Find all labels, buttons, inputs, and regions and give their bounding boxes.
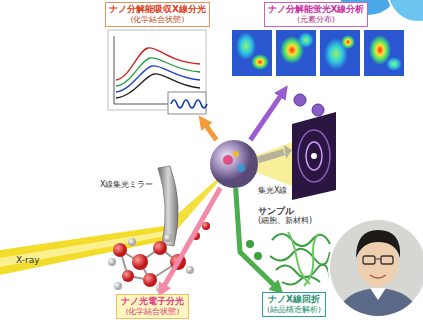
map-blob	[341, 35, 355, 49]
beam-label: X-ray	[16, 255, 40, 266]
spectrum-line	[116, 58, 200, 86]
xray-beam	[0, 226, 168, 275]
analysis-panel: ナノ分解能吸収X線分光(化学結合状態)	[103, 0, 212, 118]
title-box: ナノX線回折(結晶構造解析)	[262, 292, 326, 317]
atom	[114, 282, 122, 290]
diffraction-screen	[292, 112, 336, 200]
sample-spot	[233, 151, 239, 157]
atom	[186, 266, 194, 274]
node-subheading: (元素分布)	[268, 15, 365, 24]
analysis-panel: ナノ分解能蛍光X線分析(元素分布)	[228, 0, 404, 88]
atom	[132, 254, 148, 270]
node-subheading: (結晶構造解析)	[267, 305, 321, 314]
analysis-arrow	[205, 124, 216, 140]
atom	[108, 258, 116, 266]
element-map	[276, 30, 316, 76]
scatter-arrowhead	[284, 145, 292, 159]
portrait-glasses	[381, 256, 393, 264]
node-heading: サンプル	[258, 206, 312, 216]
sample-spot	[237, 164, 245, 172]
part-label: X線集光ミラー	[100, 180, 153, 190]
map-blob	[298, 32, 314, 48]
spectrum-line	[116, 66, 200, 92]
diffraction-ring	[298, 130, 330, 182]
electron	[202, 222, 210, 230]
photon-ball	[254, 252, 262, 260]
portrait-hair	[356, 230, 400, 258]
method-box: ナノX線回折(結晶構造解析)	[262, 292, 326, 317]
title-box: ナノ光電子分光(化学結合状態)	[116, 294, 189, 319]
element-map	[320, 30, 360, 76]
portrait-glasses	[375, 258, 381, 259]
photon-ball	[294, 94, 306, 106]
sample-sphere	[210, 140, 258, 188]
photon-ball	[312, 104, 324, 116]
node-heading: ナノX線回折	[267, 294, 321, 305]
analysis-arrow	[250, 95, 281, 140]
portrait-collar	[370, 288, 386, 300]
inset-panel	[168, 92, 206, 114]
inset-wave	[171, 100, 207, 108]
protein-strand	[288, 232, 310, 284]
atom	[122, 270, 134, 282]
protein-strand	[282, 276, 320, 284]
map-blob	[236, 32, 256, 60]
protein-strand	[272, 234, 330, 246]
atom	[113, 243, 127, 257]
map-blob	[386, 57, 402, 71]
title-box: ナノ分解能吸収X線分光(化学結合状態)	[105, 2, 210, 27]
node-subheading: (細胞、新材料)	[258, 216, 312, 226]
element-map	[232, 30, 272, 76]
portrait-mouth	[370, 275, 386, 278]
atom	[143, 273, 157, 287]
node-heading: ナノ分解能吸収X線分光	[109, 4, 206, 15]
atom	[164, 234, 172, 242]
diffraction-center	[311, 153, 317, 159]
element-maps	[232, 30, 404, 76]
sample-node: サンプル(細胞、新材料)	[210, 140, 258, 188]
focusing-mirror	[158, 166, 178, 246]
spectrum-line	[116, 48, 200, 80]
protein-strand	[304, 234, 318, 286]
element-map	[364, 30, 404, 76]
portrait-shirt	[336, 288, 420, 320]
map-blob	[251, 54, 269, 70]
portrait	[328, 218, 423, 320]
node-heading: ナノ分解能蛍光X線分析	[268, 4, 365, 15]
analysis-arrow	[236, 188, 276, 286]
sample-spot	[223, 155, 233, 165]
photon-ball	[246, 240, 254, 248]
protein-model	[270, 232, 330, 286]
atom	[128, 238, 136, 246]
node-subheading: (化学結合状態)	[109, 15, 206, 24]
beam-label: 集光X線	[258, 186, 287, 196]
node-heading: ナノ光電子分光	[121, 296, 184, 307]
caption-block: サンプル(細胞、新材料)	[258, 206, 312, 226]
analysis-arrow	[164, 188, 221, 287]
deco-circle	[388, 0, 423, 22]
atom	[153, 241, 167, 255]
title-box: ナノ分解能蛍光X線分析(元素分布)	[264, 2, 369, 27]
portrait-glasses	[363, 256, 375, 264]
scatter-arrow	[258, 152, 284, 160]
method-box: ナノ光電子分光(化学結合状態)	[116, 294, 189, 319]
node-subheading: (化学結合状態)	[121, 307, 184, 316]
protein-strand	[270, 249, 330, 265]
diffraction-ring	[306, 142, 322, 170]
